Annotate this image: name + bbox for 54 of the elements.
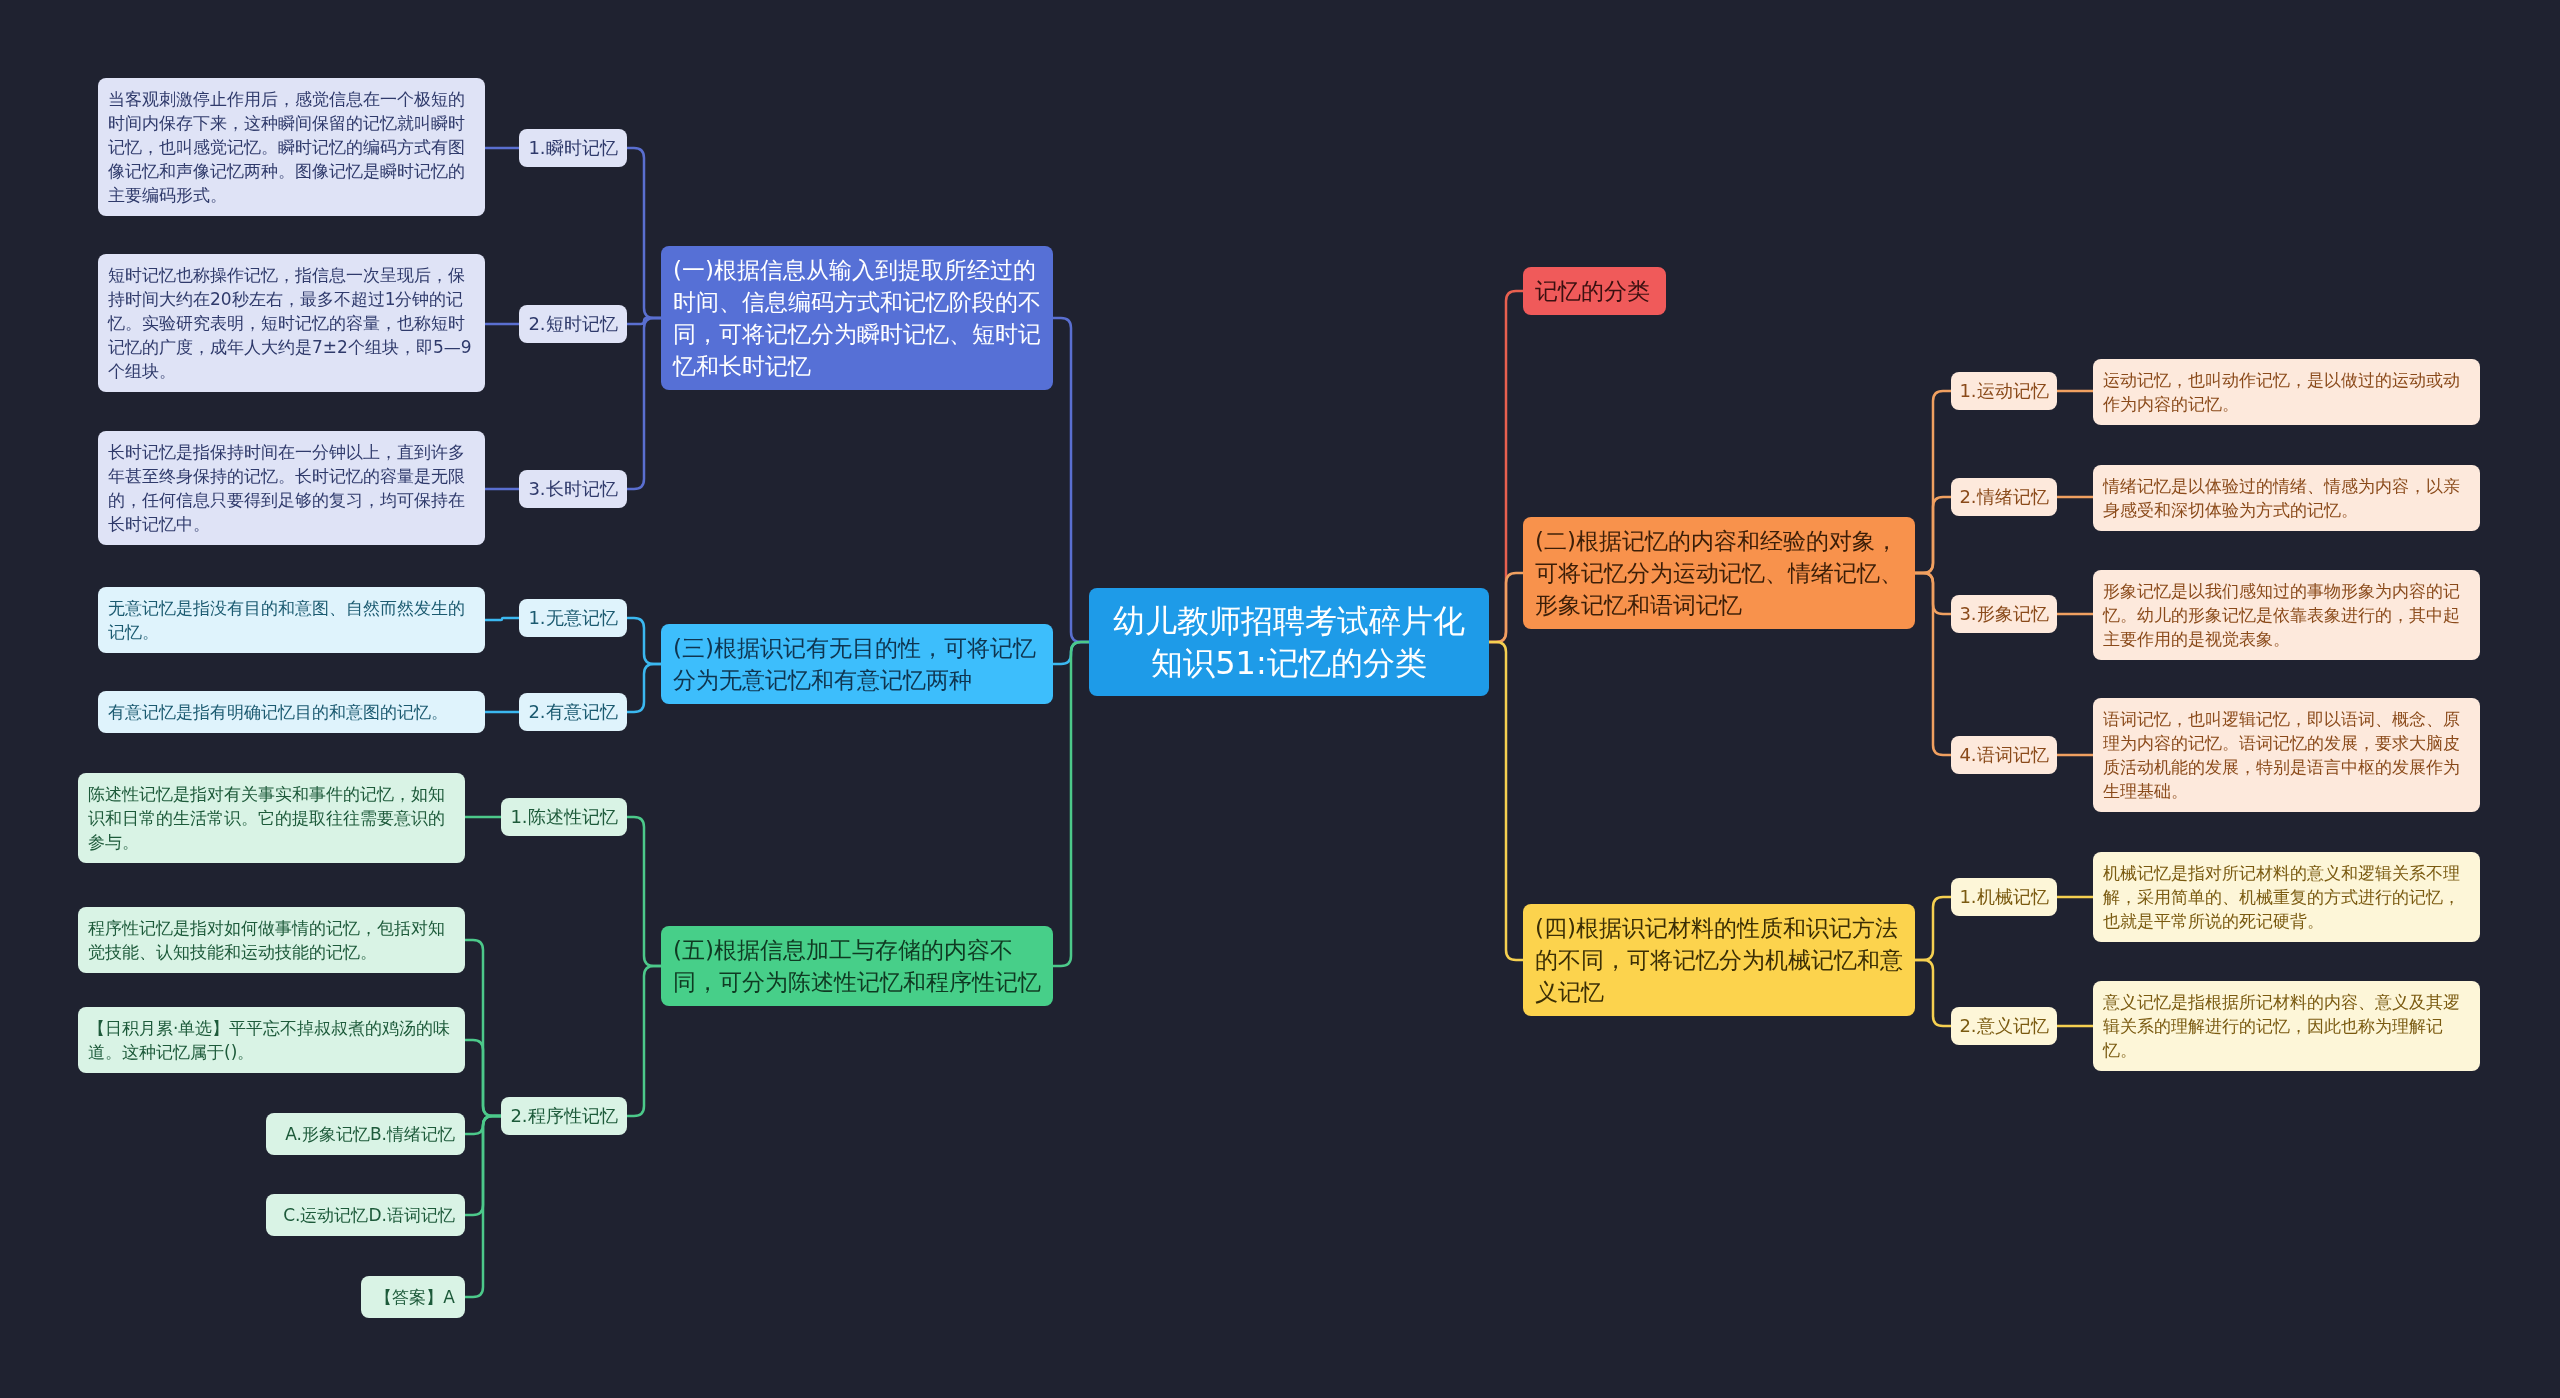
subtopic-box: 4.语词记忆 — [1951, 736, 2057, 774]
connector-line — [485, 710, 519, 714]
connector-line — [627, 662, 661, 714]
note-box: 情绪记忆是以体验过的情绪、情感为内容，以亲身感受和深切体验为方式的记忆。 — [2093, 465, 2480, 531]
note-box: 程序性记忆是指对如何做事情的记忆，包括对知觉技能、认知技能和运动技能的记忆。 — [78, 907, 465, 973]
note-box: 【答案】A — [361, 1276, 465, 1318]
note-box: 有意记忆是指有明确记忆目的和意图的记忆。 — [98, 691, 485, 733]
connector-line — [2057, 495, 2093, 499]
connector-line — [465, 815, 501, 819]
connector-line — [2057, 753, 2093, 757]
connector-line — [485, 322, 519, 326]
subtopic-box: 2.意义记忆 — [1951, 1007, 2057, 1045]
connector-line — [2057, 895, 2093, 899]
topic-box: (一)根据信息从输入到提取所经过的时间、信息编码方式和记忆阶段的不同，可将记忆分为瞬时记忆、短时记忆和长时记忆 — [661, 246, 1053, 390]
note-box: 形象记忆是以我们感知过的事物形象为内容的记忆。幼儿的形象记忆是依靠表象进行的，其中起主要作用的是视觉表象。 — [2093, 570, 2480, 660]
note-box: 语词记忆，也叫逻辑记忆，即以语词、概念、原理为内容的记忆。语词记忆的发展，要求大脑皮质活动机能的发展，特别是语言中枢的发展作为生理基础。 — [2093, 698, 2480, 812]
connector-line — [2057, 389, 2093, 393]
subtopic-box: 2.短时记忆 — [519, 305, 627, 343]
note-box: A.形象记忆B.情绪记忆 — [266, 1113, 465, 1155]
connector-line — [485, 487, 519, 491]
connector-line — [1915, 958, 1951, 1028]
connector-line — [485, 616, 519, 622]
subtopic-box: 2.程序性记忆 — [501, 1097, 627, 1135]
connector-line — [1053, 640, 1089, 968]
subtopic-box: 3.形象记忆 — [1951, 595, 2057, 633]
note-box: C.运动记忆D.语词记忆 — [266, 1194, 465, 1236]
topic-box: (四)根据识记材料的性质和识记方法的不同，可将记忆分为机械记忆和意义记忆 — [1523, 904, 1915, 1016]
note-box: 运动记忆，也叫动作记忆，是以做过的运动或动作为内容的记忆。 — [2093, 359, 2480, 425]
note-box: 意义记忆是指根据所记材料的内容、意义及其逻辑关系的理解进行的记忆，因此也称为理解记忆。 — [2093, 981, 2480, 1071]
note-box: 机械记忆是指对所记材料的意义和逻辑关系不理解，采用简单的、机械重复的方式进行的记忆，也就是平常所说的死记硬背。 — [2093, 852, 2480, 942]
topic-box: (二)根据记忆的内容和经验的对象，可将记忆分为运动记忆、情绪记忆、形象记忆和语词记忆 — [1523, 517, 1915, 629]
note-box: 【日积月累·单选】平平忘不掉叔叔煮的鸡汤的味道。这种记忆属于()。 — [78, 1007, 465, 1073]
subtopic-box: 1.无意记忆 — [519, 599, 627, 637]
subtopic-box: 1.陈述性记忆 — [501, 798, 627, 836]
note-box: 无意记忆是指没有目的和意图、自然而然发生的记忆。 — [98, 587, 485, 653]
connector-line — [2057, 1024, 2093, 1028]
subtopic-box: 1.机械记忆 — [1951, 878, 2057, 916]
topic-box: 记忆的分类 — [1523, 267, 1666, 315]
connector-line — [465, 1114, 501, 1299]
note-box: 当客观刺激停止作用后，感觉信息在一个极短的时间内保存下来，这种瞬间保留的记忆就叫瞬时记忆，也叫感觉记忆。瞬时记忆的编码方式有图像记忆和声像记忆两种。图像记忆是瞬时记忆的主要编码形式。 — [98, 78, 485, 216]
topic-box: (五)根据信息加工与存储的内容不同，可分为陈述性记忆和程序性记忆 — [661, 926, 1053, 1006]
note-box: 长时记忆是指保持时间在一分钟以上，直到许多年甚至终身保持的记忆。长时记忆的容量是无限的，任何信息只要得到足够的复习，均可保持在长时记忆中。 — [98, 431, 485, 545]
subtopic-box: 1.运动记忆 — [1951, 372, 2057, 410]
connector-line — [2057, 612, 2093, 616]
subtopic-box: 2.情绪记忆 — [1951, 478, 2057, 516]
connector-line — [485, 146, 519, 150]
topic-box: (三)根据识记有无目的性，可将记忆分为无意记忆和有意记忆两种 — [661, 624, 1053, 704]
subtopic-box: 1.瞬时记忆 — [519, 129, 627, 167]
subtopic-box: 2.有意记忆 — [519, 693, 627, 731]
note-box: 陈述性记忆是指对有关事实和事件的记忆，如知识和日常的生活常识。它的提取往往需要意识的参与。 — [78, 773, 465, 863]
connector-line — [1915, 571, 1951, 757]
note-box: 短时记忆也称操作记忆，指信息一次呈现后，保持时间大约在20秒左右，最多不超过1分钟的记忆。实验研究表明，短时记忆的容量，也称短时记忆的广度，成年人大约是7±2个组块，即5—9个组块。 — [98, 254, 485, 392]
subtopic-box: 3.长时记忆 — [519, 470, 627, 508]
central-topic-box: 幼儿教师招聘考试碎片化知识51:记忆的分类 — [1089, 588, 1489, 696]
